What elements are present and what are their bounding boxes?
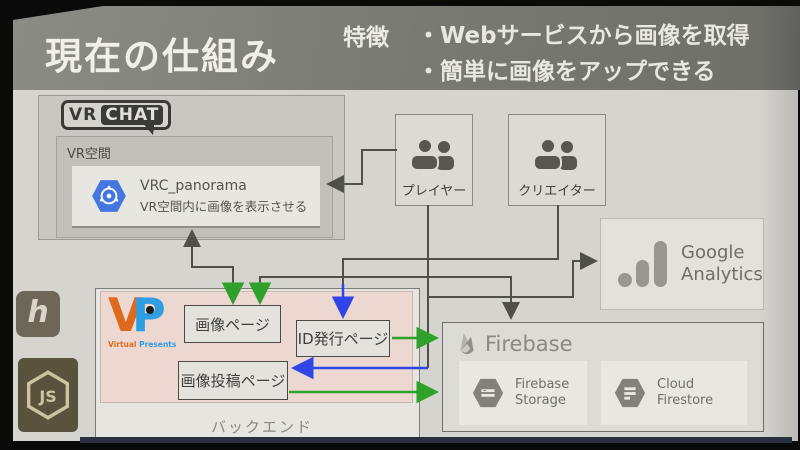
vp-logo-p: P xyxy=(132,288,166,342)
hexagon-firestore-icon xyxy=(614,378,646,408)
panorama-card-title: VRC_panorama xyxy=(140,177,247,194)
speech-bubble-tail-icon xyxy=(144,125,155,135)
vr-space-box: VR空間 VRC_panorama VR空間内に画像を表示させる xyxy=(56,136,333,238)
vp-logo-dot xyxy=(146,306,154,314)
screen-bottom-bar xyxy=(80,437,792,443)
creator-box: クリエイター xyxy=(508,114,606,206)
firebase-storage-card: Firebase Storage xyxy=(459,361,587,425)
heroku-logo: h xyxy=(16,291,60,337)
google-analytics-box: Google Analytics xyxy=(600,218,764,310)
vrchat-logo: VR CHAT xyxy=(61,100,172,135)
cloud-firestore-label: Cloud Firestore xyxy=(657,377,713,410)
image-page-box: 画像ページ xyxy=(184,305,281,343)
heroku-h-glyph: h xyxy=(27,294,49,330)
vp-logo-caption: Virtual Presents xyxy=(108,340,176,349)
flame-icon xyxy=(460,332,474,355)
id-issue-page-box: ID発行ページ xyxy=(296,320,390,357)
photo-corner xyxy=(13,6,103,20)
image-post-page-box: 画像投稿ページ xyxy=(178,361,288,400)
js-hexagon-icon: JS xyxy=(26,370,70,420)
player-label: プレイヤー xyxy=(401,184,467,199)
vrchat-logo-vr: VR xyxy=(69,105,98,125)
cloud-firestore-card: Cloud Firestore xyxy=(601,361,747,425)
people-icon xyxy=(533,138,577,171)
backend-label: バックエンド xyxy=(211,418,314,436)
feature-item: ・Webサービスから画像を取得 xyxy=(417,23,750,49)
firestore-label-line1: Cloud xyxy=(657,376,695,392)
firebase-title: Firebase xyxy=(485,332,573,356)
photo-shadow xyxy=(758,6,800,441)
virtual-presents-logo: V P Virtual Presents xyxy=(108,288,186,354)
panorama-card-subtitle: VR空間内に画像を表示させる xyxy=(140,198,308,214)
ga-label-line2: Analytics xyxy=(681,264,763,285)
google-analytics-label: Google Analytics xyxy=(681,242,763,287)
page-title: 現在の仕組み xyxy=(45,35,279,78)
js-glyph-text: JS xyxy=(38,387,56,406)
ga-bars-icon xyxy=(618,241,667,287)
vr-space-label: VR空間 xyxy=(67,147,111,162)
firebase-storage-label: Firebase Storage xyxy=(515,377,569,410)
creator-label: クリエイター xyxy=(518,184,596,199)
vrchat-logo-chat: CHAT xyxy=(101,105,164,125)
player-box: プレイヤー xyxy=(395,114,473,206)
vrchat-group-box: VR CHAT VR空間 VRC_panorama VR空間内に画像を表示させる xyxy=(38,95,345,240)
ga-label-line1: Google xyxy=(681,241,745,263)
storage-label-line2: Storage xyxy=(515,393,566,408)
hexagon-storage-icon xyxy=(472,378,504,408)
vp-logo-v: V xyxy=(108,288,144,342)
title-band: 現在の仕組み 特徴 ・Webサービスから画像を取得 ・簡単に画像をアップできる xyxy=(13,6,800,90)
panorama-hexagon-icon xyxy=(92,180,126,212)
firebase-header: Firebase xyxy=(457,331,573,357)
people-icon xyxy=(410,138,454,171)
vp-caption-presents: Presents xyxy=(139,340,177,349)
vp-caption-virtual: Virtual xyxy=(108,340,137,349)
features-heading: 特徴 xyxy=(343,25,389,51)
vrc-panorama-card: VRC_panorama VR空間内に画像を表示させる xyxy=(72,166,320,228)
nodejs-logo: JS xyxy=(18,358,78,432)
feature-item: ・簡単に画像をアップできる xyxy=(417,59,716,85)
firebase-box: Firebase Firebase Storage Cloud xyxy=(442,322,764,432)
firestore-label-line2: Firestore xyxy=(657,393,714,408)
storage-label-line1: Firebase xyxy=(515,376,570,392)
panorama-card-text: VRC_panorama VR空間内に画像を表示させる xyxy=(140,178,307,215)
